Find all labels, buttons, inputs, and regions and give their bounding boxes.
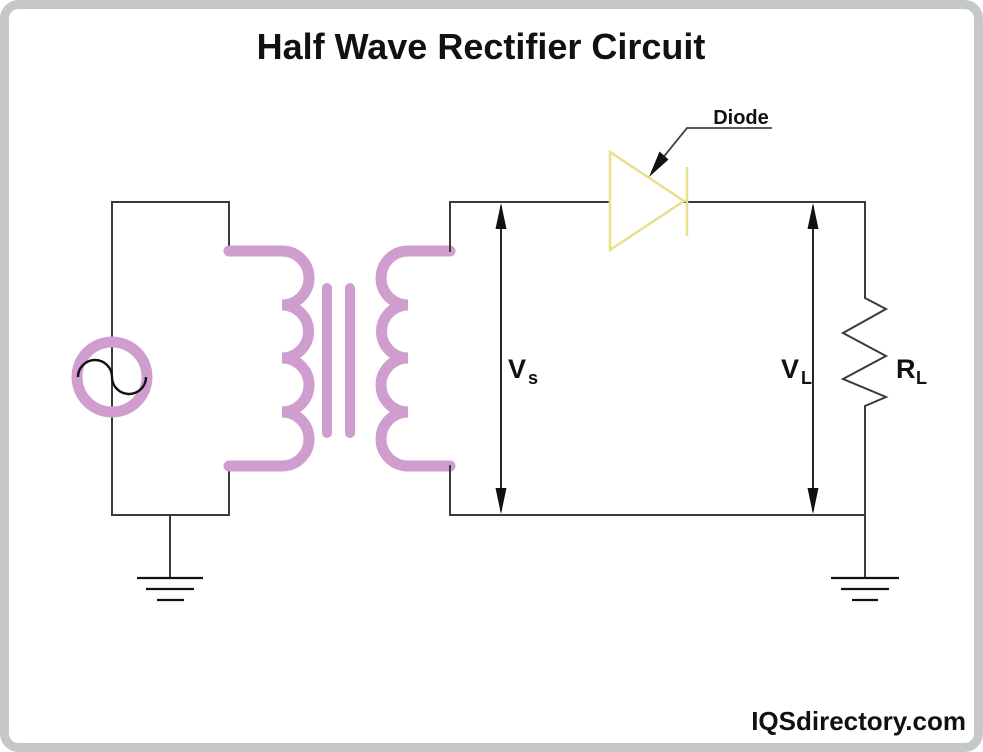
svg-text:L: L xyxy=(916,368,927,388)
ground-symbol-right xyxy=(831,576,899,602)
svg-text:L: L xyxy=(801,368,812,388)
diode-symbol xyxy=(608,149,689,253)
svg-text:R: R xyxy=(896,354,916,384)
ground-symbol-left xyxy=(137,576,203,602)
diode-callout: Diode xyxy=(649,107,772,177)
svg-text:V: V xyxy=(781,354,799,384)
vs-dimension-arrow xyxy=(495,203,507,514)
primary-circuit-wires xyxy=(111,201,230,578)
transformer-primary-coil xyxy=(223,245,315,472)
sine-wave-icon xyxy=(76,358,148,396)
svg-text:V: V xyxy=(508,354,526,384)
diode-triangle xyxy=(608,149,687,253)
leader-arrowhead-icon xyxy=(649,151,669,177)
transformer xyxy=(223,245,456,472)
watermark: IQSdirectory.com xyxy=(751,706,966,736)
vl-label: V L xyxy=(781,354,812,388)
transformer-secondary-coil xyxy=(375,245,456,472)
svg-text:s: s xyxy=(528,368,538,388)
vs-label: V s xyxy=(508,354,538,388)
load-resistor xyxy=(449,201,889,578)
diode-label: Diode xyxy=(713,107,769,129)
secondary-circuit-wires xyxy=(449,201,889,578)
vl-dimension-arrow xyxy=(807,203,819,514)
ac-source xyxy=(71,336,153,418)
rl-label: R L xyxy=(896,354,927,388)
page-title: Half Wave Rectifier Circuit xyxy=(257,26,706,67)
